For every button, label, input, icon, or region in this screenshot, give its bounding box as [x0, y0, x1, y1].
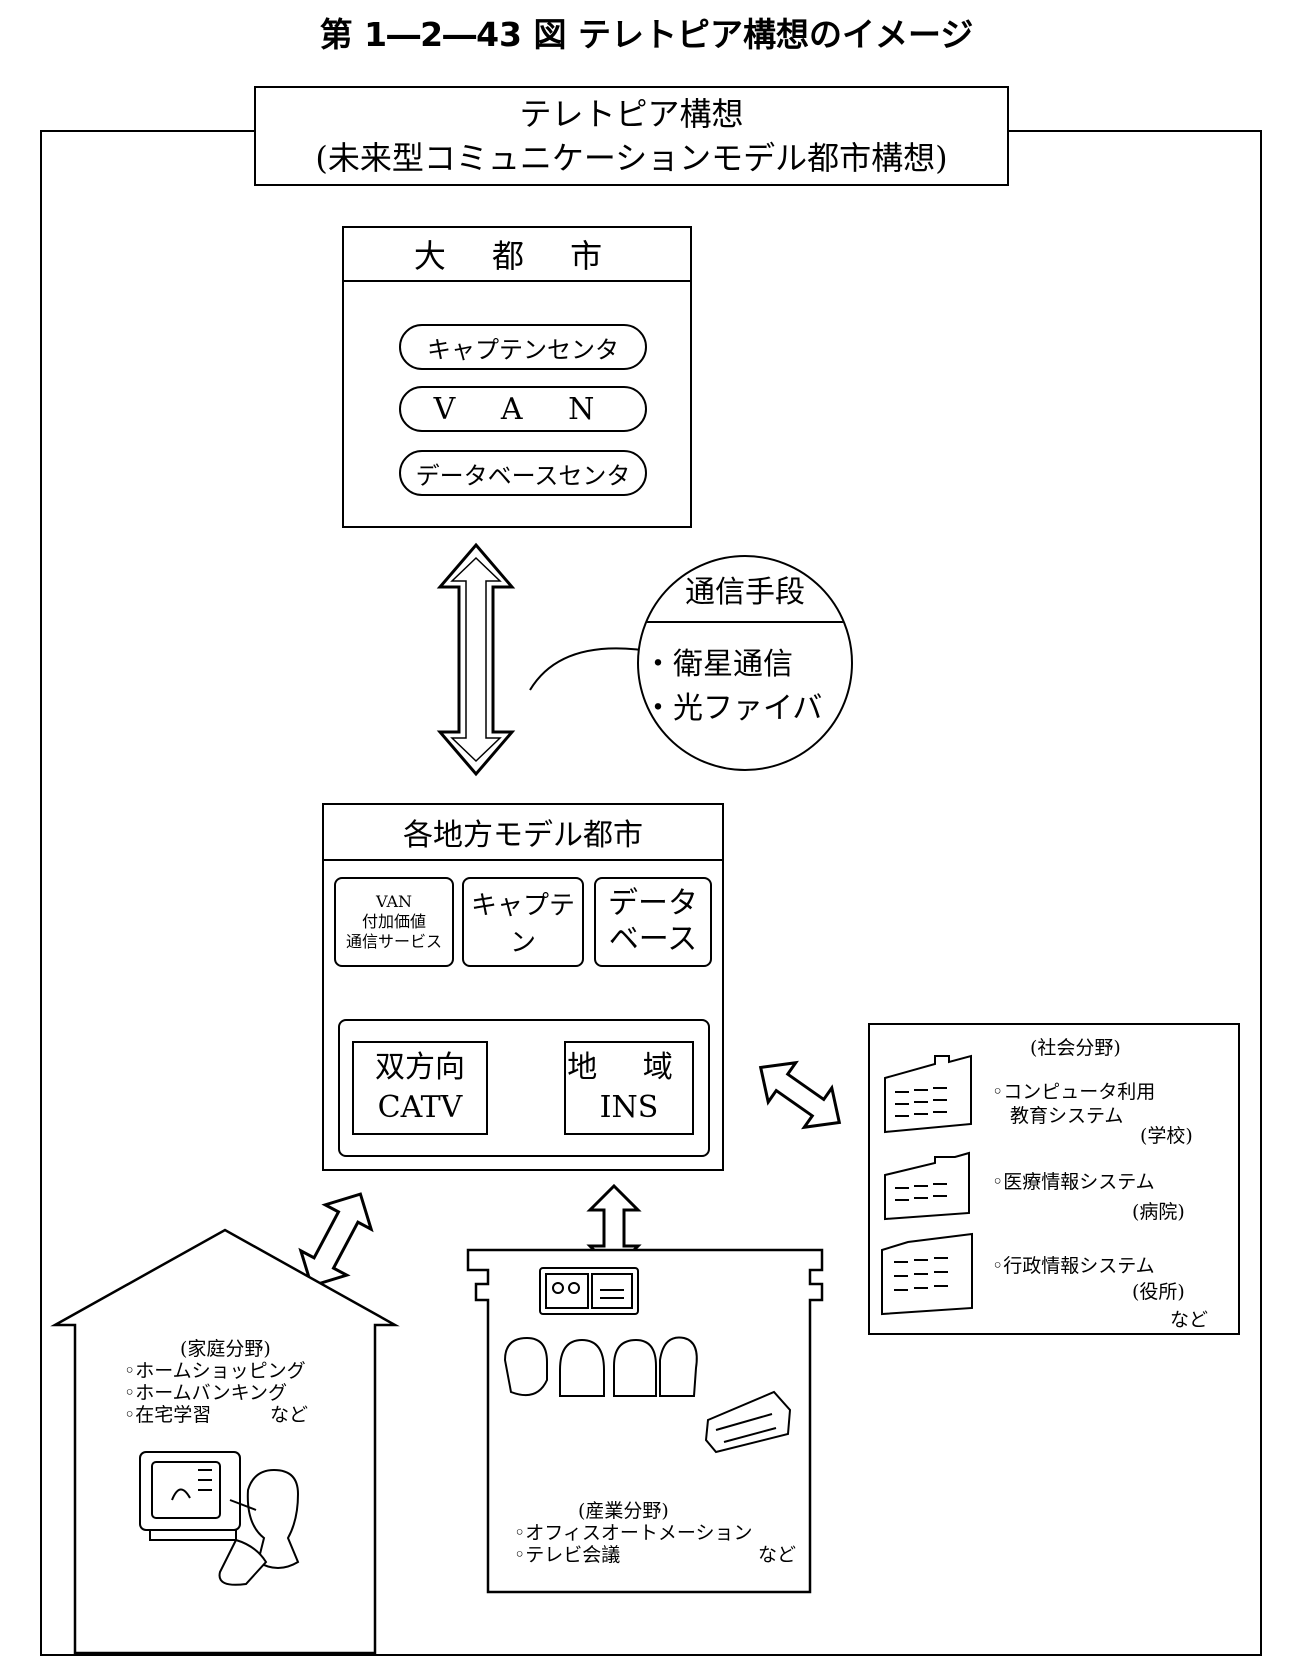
home-item-study: ◦在宅学習 [124, 1404, 212, 1426]
home-item-banking: ◦ホームバンキング [124, 1382, 288, 1404]
callout-line [529, 647, 643, 691]
captain-service-label: キャプテン [470, 891, 575, 958]
regional-model-city-box: 各地方モデル都市 VAN 付加価値 通信サービス キャプテン データ ベース 双… [322, 803, 724, 1171]
double-arrow-home [298, 1192, 374, 1288]
ins-line2: INS [599, 1090, 659, 1125]
van-service-line1: VAN [375, 892, 413, 911]
social-item-1-place: (学校) [1140, 1125, 1193, 1147]
figure-title: 第 1―2―43 図 テレトピア構想のイメージ [319, 15, 974, 54]
communication-title: 通信手段 [639, 557, 851, 623]
social-item-1-line2: 教育システム [1010, 1105, 1124, 1127]
regional-city-title: 各地方モデル都市 [324, 805, 722, 861]
social-field-box: (社会分野) ◦コンピュータ利用 教育システム (学校) ◦医療情報システム (… [868, 1023, 1240, 1335]
industry-etc: など [758, 1544, 797, 1566]
industry-title: (産業分野) [578, 1500, 669, 1522]
home-illustration [139, 1451, 300, 1586]
industry-item-oa: ◦オフィスオートメーション [514, 1522, 753, 1544]
catv-box: 双方向 CATV [352, 1041, 488, 1135]
van-service-line2: 付加価値 [361, 912, 426, 931]
social-item-2-line1: ◦医療情報システム [992, 1171, 1155, 1193]
social-title: (社会分野) [1030, 1037, 1121, 1059]
van-pill: V A N [399, 386, 647, 432]
social-item-3-line1: ◦行政情報システム [992, 1255, 1155, 1277]
van-service-line3: 通信サービス [345, 932, 442, 951]
major-city-box: 大 都 市 キャプテンセンタ V A N データベースセンタ [342, 226, 692, 528]
home-item-shopping: ◦ホームショッピング [124, 1360, 306, 1382]
catv-line2: CATV [377, 1090, 463, 1125]
database-service-line1: データ [608, 886, 698, 921]
social-building-icons [881, 1054, 973, 1316]
concept-subtitle: (未来型コミュニケーションモデル都市構想) [315, 139, 948, 177]
home-house-outline [50, 1228, 400, 1655]
ins-box: 地 域 INS [564, 1041, 694, 1135]
optical-fiber-item: ・光ファイバ [643, 691, 823, 726]
communication-means-bubble: 通信手段 ・衛星通信 ・光ファイバ [637, 555, 853, 771]
industry-building-outline [466, 1248, 824, 1594]
social-item-1-line1: ◦コンピュータ利用 [992, 1081, 1156, 1103]
captain-service-box: キャプテン [462, 877, 584, 967]
database-service-line2: ベース [608, 922, 698, 957]
home-title: (家庭分野) [180, 1338, 271, 1360]
home-etc: など [270, 1404, 309, 1426]
social-etc: など [1170, 1309, 1209, 1331]
local-network-group: 双方向 CATV 地 域 INS [338, 1019, 710, 1157]
double-arrow-major-regional [436, 542, 516, 777]
social-item-2-place: (病院) [1132, 1201, 1185, 1223]
industry-illustration [503, 1267, 792, 1454]
ins-line1: 地 域 [567, 1050, 691, 1085]
database-service-box: データ ベース [594, 877, 712, 967]
satellite-item: ・衛星通信 [643, 647, 793, 682]
captain-center-pill: キャプテンセンタ [399, 324, 647, 370]
catv-line1: 双方向 [375, 1050, 465, 1085]
social-item-3-place: (役所) [1132, 1281, 1185, 1303]
double-arrow-social [758, 1060, 842, 1130]
concept-header-box: テレトピア構想 (未来型コミュニケーションモデル都市構想) [254, 86, 1009, 186]
database-center-pill: データベースセンタ [399, 450, 647, 496]
van-service-box: VAN 付加価値 通信サービス [334, 877, 454, 967]
concept-title: テレトピア構想 [519, 95, 744, 133]
major-city-title: 大 都 市 [344, 228, 690, 282]
industry-item-tv-conference: ◦テレビ会議 [514, 1544, 621, 1566]
